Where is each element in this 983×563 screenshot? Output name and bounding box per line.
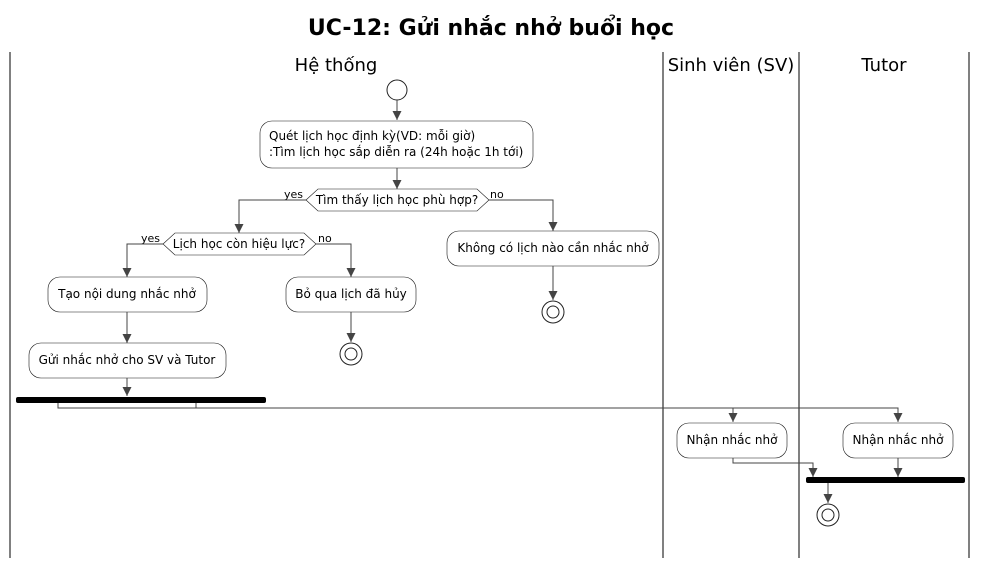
- end-node-final-inner: [821, 508, 835, 522]
- decision-valid-label: Lịch học còn hiệu lực?: [173, 237, 305, 251]
- scan-schedule-line1: Quét lịch học định kỳ(VD: mỗi giờ): [269, 129, 475, 143]
- branch-found-yes: yes: [284, 188, 303, 201]
- no-schedule-label: Không có lịch nào cần nhắc nhở: [457, 241, 649, 255]
- lane-title-student: Sinh viên (SV): [668, 55, 795, 76]
- start-node: [386, 79, 408, 101]
- branch-valid-yes: yes: [141, 232, 160, 245]
- edge-student-join: [732, 458, 814, 477]
- lane-title-system: Hệ thống: [295, 55, 378, 76]
- tutor-receive-label: Nhận nhắc nhở: [853, 433, 945, 447]
- scan-schedule-line2: :Tìm lịch học sắp diễn ra (24h hoặc 1h t…: [269, 145, 523, 159]
- edge-found-no: [489, 199, 554, 231]
- join-bar: [806, 477, 965, 483]
- branch-found-no: no: [490, 188, 504, 201]
- edge-valid-yes: [126, 243, 163, 277]
- edge-fork-student: [57, 403, 734, 422]
- skip-cancelled-label: Bỏ qua lịch đã hủy: [295, 287, 407, 301]
- create-content-label: Tạo nội dung nhắc nhở: [57, 287, 196, 301]
- edge-fork-tutor: [195, 403, 899, 422]
- diagram-title: UC-12: Gửi nhắc nhở buổi học: [308, 15, 674, 41]
- end-node-skip-inner: [344, 347, 358, 361]
- branch-valid-no: no: [318, 232, 332, 245]
- student-receive-node: [676, 422, 788, 459]
- send-reminder-label: Gửi nhắc nhở cho SV và Tutor: [39, 353, 216, 367]
- edge-valid-no: [316, 243, 352, 277]
- end-node-no-schedule-inner: [546, 305, 560, 319]
- decision-found-label: Tìm thấy lịch học phù hợp?: [315, 193, 478, 207]
- lane-title-tutor: Tutor: [860, 55, 907, 76]
- edge-found-yes: [238, 199, 306, 233]
- fork-bar: [16, 397, 266, 403]
- student-receive-label: Nhận nhắc nhở: [687, 433, 779, 447]
